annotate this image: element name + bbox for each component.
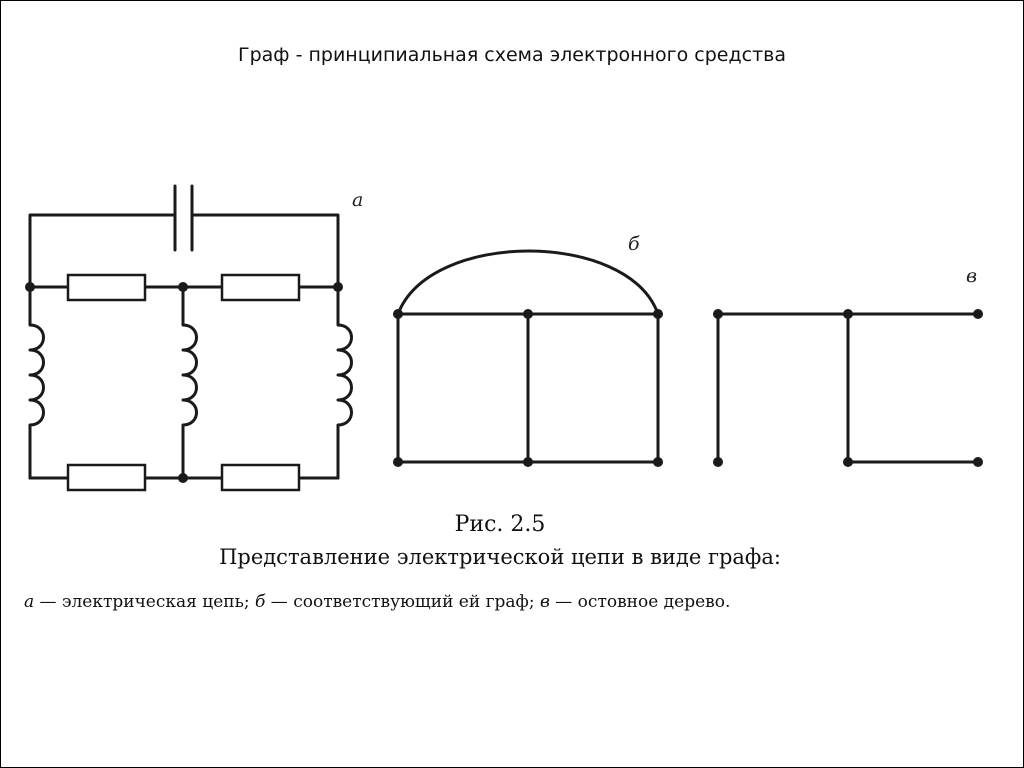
resistor-bottom-left xyxy=(66,463,147,492)
resistor-top-right xyxy=(220,273,301,302)
figure-title: Представление электрической цепи в виде … xyxy=(219,545,781,569)
caption-letter-a: а xyxy=(24,592,35,612)
inductor-middle xyxy=(181,285,198,480)
tree-panel-v: в xyxy=(713,265,983,467)
caption-text-a: — электрическая цепь; xyxy=(34,592,255,612)
caption-letter-b: б xyxy=(255,592,266,612)
tree-node xyxy=(843,457,853,467)
tree-node xyxy=(843,309,853,319)
figure-number: Рис. 2.5 xyxy=(454,512,546,537)
tree-node xyxy=(713,457,723,467)
circuit-node-bottom-middle xyxy=(178,473,188,483)
capacitor-wire-left xyxy=(28,213,177,289)
graph-node xyxy=(653,309,663,319)
panel-label-v: в xyxy=(966,265,977,287)
graph-node xyxy=(393,309,403,319)
slide-title: Граф - принципиальная схема электронного… xyxy=(238,44,786,66)
resistor-bottom-right xyxy=(220,463,301,492)
graph-node xyxy=(523,457,533,467)
circuit-node-top-left xyxy=(25,282,35,292)
graph-node xyxy=(393,457,403,467)
circuit-panel-a: а xyxy=(25,184,363,492)
capacitor-wire-right xyxy=(190,213,340,289)
tree-node xyxy=(713,309,723,319)
panel-label-b: б xyxy=(628,233,640,255)
figure-caption: а — электрическая цепь; б — соответствую… xyxy=(24,592,994,612)
graph-arc-edge xyxy=(396,249,660,316)
inductor-left xyxy=(28,285,45,480)
tree-node xyxy=(973,309,983,319)
caption-text-v: — остовное дерево. xyxy=(549,592,731,612)
caption-text-b: — соответствующий ей граф; xyxy=(265,592,540,612)
graph-node xyxy=(653,457,663,467)
inductor-right xyxy=(336,285,353,480)
resistor-top-left xyxy=(66,273,147,302)
panel-label-a: а xyxy=(352,189,363,211)
circuit-node-top-right xyxy=(333,282,343,292)
tree-node xyxy=(973,457,983,467)
graph-panel-b: б xyxy=(393,233,663,467)
caption-letter-v: в xyxy=(539,592,550,612)
graph-node xyxy=(523,309,533,319)
circuit-node-top-middle xyxy=(178,282,188,292)
